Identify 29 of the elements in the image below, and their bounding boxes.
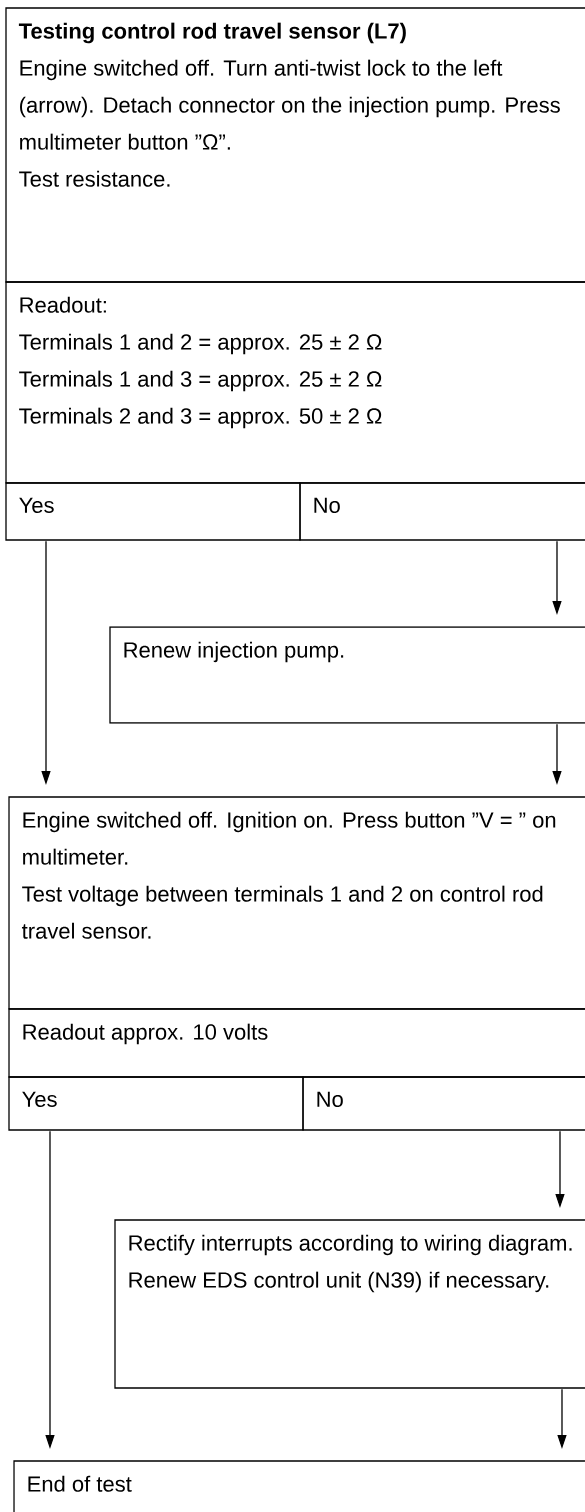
readout-text: Readout: [20, 296, 106, 313]
instruction-text: Engine switched off. Turn anti-twist lock to the left (arrow). Detach connector on the injection pump. Press multimeter button ”Ω”. [20, 59, 560, 150]
answer-label: No [317, 1091, 343, 1107]
action-box [114, 1219, 585, 1389]
end-box [13, 1460, 585, 1512]
answer-cell [299, 482, 585, 541]
instruction-text: Test voltage between terminals 1 and 2 on control rod travel sensor. [22, 885, 543, 939]
instruction-text: Engine switched off. Ignition on. Press button ”V = ” on multimeter. [23, 811, 556, 865]
answer-label: Yes [19, 497, 54, 513]
answer-label: No [314, 497, 340, 513]
answer-cell [5, 482, 301, 541]
heading: Testing control rod travel sensor (L7) [18, 22, 406, 44]
action-text: Renew EDS control unit (N39) if necessary. [129, 1271, 549, 1293]
answer-cell [8, 1076, 304, 1131]
readout-text: Terminals 2 and 3 = approx. 50 ± 2 Ω [19, 407, 382, 429]
readout-text: Terminals 1 and 2 = approx. 25 ± 2 Ω [19, 333, 382, 355]
action-box [109, 626, 585, 724]
readout-box [8, 1008, 585, 1078]
step-box [8, 796, 585, 1010]
end-text: End of test [28, 1475, 132, 1492]
instruction-text: Test resistance. [19, 170, 170, 187]
readout-text: Terminals 1 and 3 = approx. 25 ± 2 Ω [19, 370, 382, 392]
step-box [5, 7, 585, 283]
action-text: Rectify interrupts according to wiring diagram. [129, 1234, 572, 1256]
answer-label: Yes [22, 1091, 57, 1107]
action-text: Renew injection pump. [124, 641, 344, 663]
readout-text: Readout approx. 10 volts [23, 1023, 268, 1045]
answer-cell [302, 1076, 585, 1131]
readout-box [5, 281, 585, 484]
